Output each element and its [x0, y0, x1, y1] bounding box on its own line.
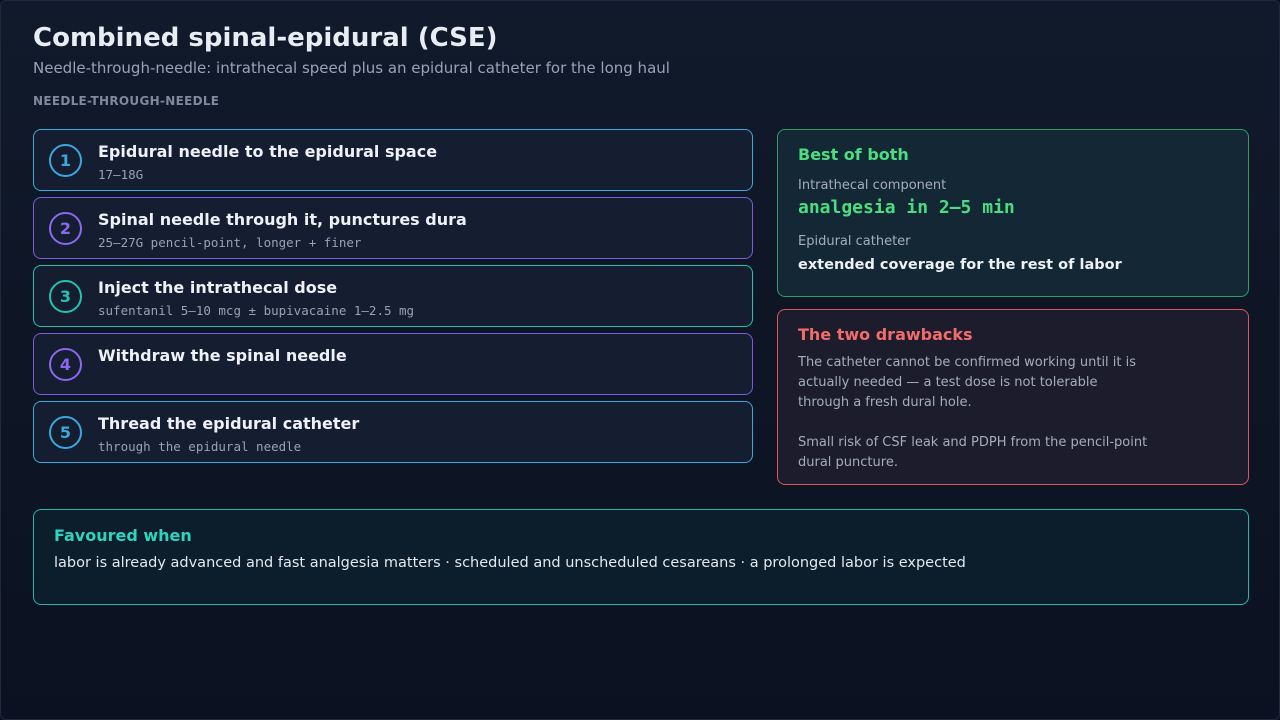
step-2: 2 Spinal needle through it, punctures du…	[33, 197, 753, 259]
step-title: Withdraw the spinal needle	[98, 346, 347, 365]
step-number-badge: 3	[49, 280, 82, 313]
step-number-badge: 4	[49, 348, 82, 381]
step-detail: 25–27G pencil-point, longer + finer	[98, 235, 362, 250]
epidural-value: extended coverage for the rest of labor	[798, 257, 1122, 273]
favoured-text: labor is already advanced and fast analg…	[54, 555, 966, 571]
step-detail: through the epidural needle	[98, 439, 302, 454]
step-number-badge: 1	[49, 144, 82, 177]
card-title: The two drawbacks	[798, 325, 973, 344]
drawbacks-card: The two drawbacks The catheter cannot be…	[777, 309, 1249, 485]
page-subtitle: Needle-through-needle: intrathecal speed…	[33, 59, 670, 77]
intrathecal-label: Intrathecal component	[798, 178, 947, 193]
step-number-badge: 5	[49, 416, 82, 449]
intrathecal-value: analgesia in 2–5 min	[798, 197, 1015, 218]
best-of-both-card: Best of both Intrathecal component analg…	[777, 129, 1249, 297]
step-title: Inject the intrathecal dose	[98, 278, 338, 297]
step-title: Spinal needle through it, punctures dura	[98, 210, 467, 229]
step-title: Epidural needle to the epidural space	[98, 142, 438, 161]
step-number-badge: 2	[49, 212, 82, 245]
favoured-when-panel: Favoured when labor is already advanced …	[33, 509, 1249, 605]
drawback-item: Small risk of CSF leak and PDPH from the…	[798, 435, 1148, 470]
step-detail: sufentanil 5–10 mcg ± bupivacaine 1–2.5 …	[98, 303, 415, 318]
favoured-title: Favoured when	[54, 526, 192, 545]
step-4: 4 Withdraw the spinal needle	[33, 333, 753, 395]
drawback-item: The catheter cannot be confirmed working…	[798, 355, 1137, 410]
card-title: Best of both	[798, 145, 909, 164]
step-detail: 17–18G	[98, 167, 144, 182]
page-title: Combined spinal-epidural (CSE)	[33, 23, 498, 53]
step-3: 3 Inject the intrathecal dose sufentanil…	[33, 265, 753, 327]
step-title: Thread the epidural catheter	[98, 414, 360, 433]
section-label: NEEDLE-THROUGH-NEEDLE	[33, 94, 220, 108]
step-5: 5 Thread the epidural catheter through t…	[33, 401, 753, 463]
epidural-label: Epidural catheter	[798, 234, 911, 249]
step-1: 1 Epidural needle to the epidural space …	[33, 129, 753, 191]
